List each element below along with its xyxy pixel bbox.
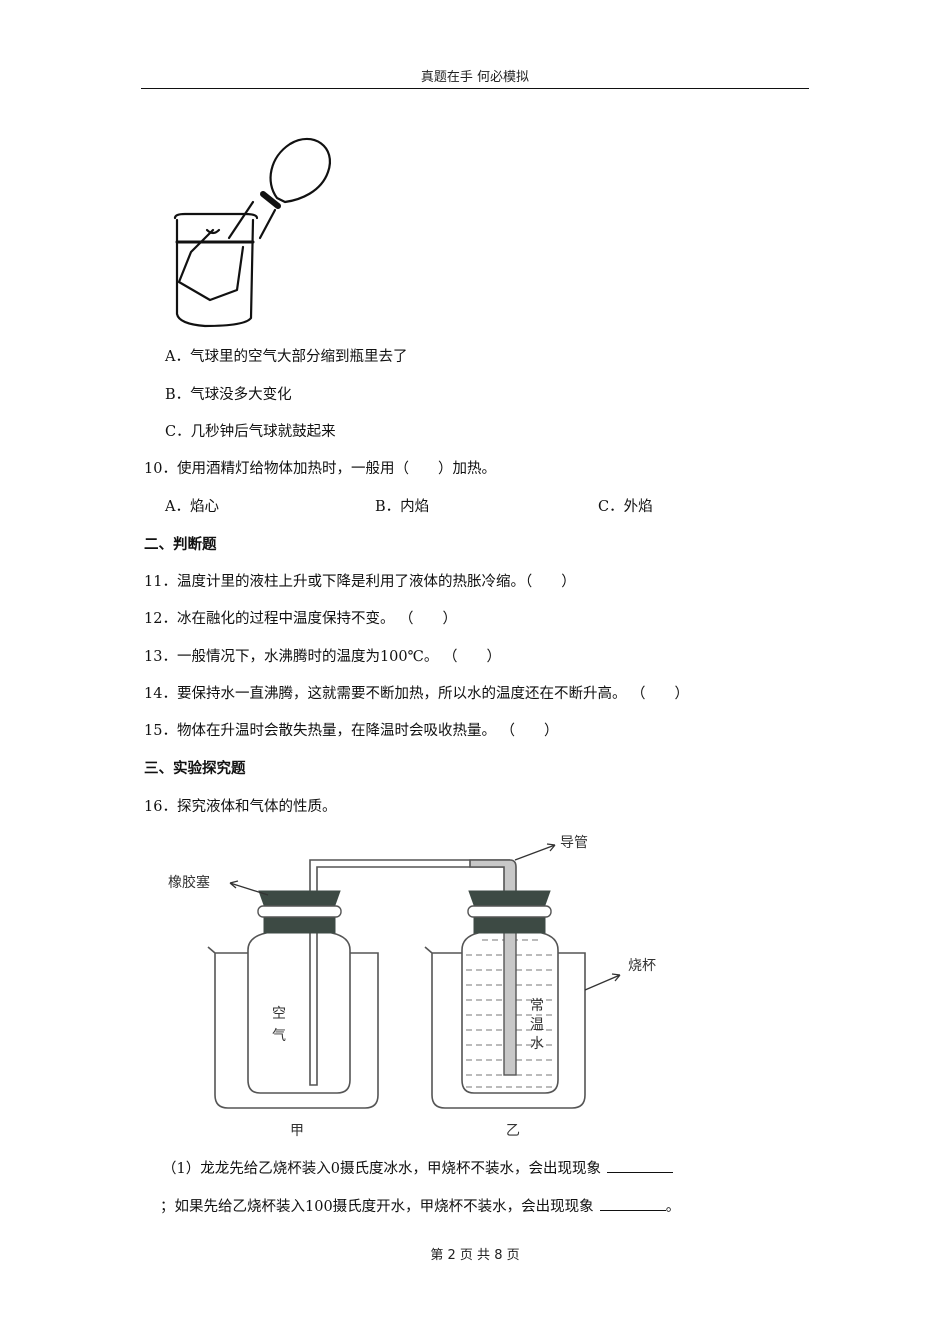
option-text: 气球没多大变化 (190, 387, 292, 403)
option-label: C． (598, 499, 624, 515)
q16-sub1-line2: ；如果先给乙烧杯装入100摄氏度开水，甲烧杯不装水，会出现现象 。 (160, 1196, 680, 1217)
q16-text: 16．探究液体和气体的性质。 (144, 799, 337, 815)
water-label-3: 水 (530, 1036, 544, 1052)
q10-option-a: A．焰心 (165, 497, 219, 517)
option-text: 焰心 (189, 499, 219, 515)
q12-text: 12．冰在融化的过程中温度保持不变。 （ ） (144, 611, 458, 627)
option-label: B． (375, 499, 401, 515)
q11-text: 11．温度计里的液柱上升或下降是利用了液体的热胀冷缩。（ ） (144, 574, 576, 590)
tube-label: 导管 (560, 835, 588, 851)
sub1-end: 。 (665, 1199, 681, 1215)
right-beaker-label: 乙 (506, 1123, 520, 1139)
balloon-flask-figure (173, 138, 331, 328)
q10-option-b: B．内焰 (375, 497, 429, 517)
page-number: 第 2 页 共 8 页 (430, 1248, 520, 1263)
option-text: 气球里的空气大部分缩到瓶里去了 (189, 349, 408, 365)
left-beaker-label: 甲 (290, 1123, 304, 1139)
stopper-label: 橡胶塞 (168, 874, 210, 891)
water-label-2: 温 (530, 1017, 544, 1033)
answer-blank-2[interactable] (599, 1196, 666, 1211)
beaker-label: 烧杯 (628, 958, 656, 974)
option-label: A． (165, 499, 190, 515)
section-title-experiment: 三、实验探究题 (144, 761, 246, 777)
option-label: B． (165, 387, 191, 403)
option-label: C． (165, 424, 191, 440)
option-text: 几秒钟后气球就鼓起来 (190, 424, 336, 440)
sub1-text: （1）龙龙先给乙烧杯装入0摄氏度冰水，甲烧杯不装水，会出现现象 (162, 1161, 601, 1177)
q10-text: 10．使用酒精灯给物体加热时，一般用（ ）加热。 (144, 461, 496, 477)
air-label-1: 空 (272, 1006, 286, 1022)
q13-text: 13．一般情况下，水沸腾时的温度为100℃。 （ ） (144, 649, 501, 665)
sub1-text-2: ；如果先给乙烧杯装入100摄氏度开水，甲烧杯不装水，会出现现象 (160, 1199, 594, 1215)
option-text: 外焰 (623, 499, 653, 515)
q14-text: 14．要保持水一直沸腾，这就需要不断加热，所以水的温度还在不断升高。 （ ） (144, 686, 690, 702)
experiment-apparatus-figure: 橡胶塞 导管 烧杯 空 气 常 温 水 甲 乙 (168, 835, 656, 1139)
q9-option-a: A．气球里的空气大部分缩到瓶里去了 (165, 347, 407, 367)
page-header-title: 真题在手 何必模拟 (420, 70, 530, 85)
option-text: 内焰 (400, 499, 430, 515)
answer-blank-1[interactable] (606, 1158, 673, 1173)
q16-sub1-line1: （1）龙龙先给乙烧杯装入0摄氏度冰水，甲烧杯不装水，会出现现象 (162, 1158, 673, 1179)
q10-option-c: C．外焰 (598, 497, 653, 517)
air-label-2: 气 (272, 1028, 286, 1044)
q15-text: 15．物体在升温时会散失热量，在降温时会吸收热量。 （ ） (144, 723, 559, 739)
q9-option-b: B．气球没多大变化 (165, 385, 292, 405)
water-label-1: 常 (530, 998, 544, 1014)
option-label: A． (165, 349, 190, 365)
section-title-true-false: 二、判断题 (144, 537, 217, 553)
q9-option-c: C．几秒钟后气球就鼓起来 (165, 422, 336, 442)
header-divider (141, 88, 809, 89)
